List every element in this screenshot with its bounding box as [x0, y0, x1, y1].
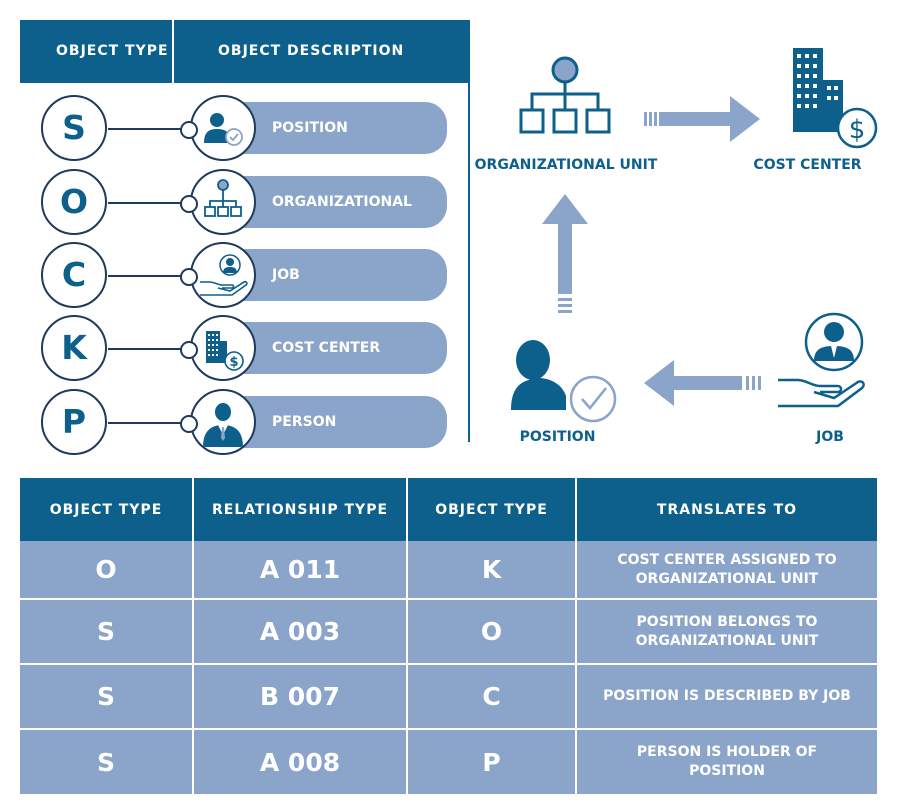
svg-text:$: $ [849, 115, 866, 145]
cost-center-diagram-icon: $ [793, 48, 878, 149]
legend-header-object-description: OBJECT DESCRIPTION [218, 43, 405, 59]
diagram-label-organizational-unit: ORGANIZATIONAL UNIT [474, 157, 658, 173]
connector-dot [180, 341, 198, 359]
table-divider [20, 598, 877, 600]
translates-line-1: POSITION BELONGS TO [636, 613, 818, 630]
pill-cost-center: COST CENTER [242, 322, 447, 374]
connector-line [108, 348, 184, 350]
connector-line [108, 422, 184, 424]
table-body: O A 011 K COST CENTER ASSIGNED TO ORGANI… [20, 541, 877, 794]
table-divider [406, 478, 408, 541]
table-row: S A 008 P PERSON IS HOLDER OF POSITION [20, 730, 877, 794]
diagram-label-cost-center: COST CENTER [753, 157, 862, 173]
translates-line-2: ORGANIZATIONAL UNIT [635, 570, 819, 587]
connector-line [108, 275, 184, 277]
relationship-diagram: $ [511, 48, 878, 423]
table-cell-relationship: B 007 [260, 682, 340, 711]
table-divider [20, 663, 877, 665]
cost-center-icon: $ [190, 315, 256, 381]
table-header-object-type-2: OBJECT TYPE [435, 501, 548, 518]
legend-header-object-type: OBJECT TYPE [56, 43, 169, 59]
table-divider [192, 541, 194, 794]
table-header-relationship-type: RELATIONSHIP TYPE [211, 501, 389, 518]
table-cell-object-type: S [96, 682, 115, 711]
job-icon [190, 242, 256, 308]
table-cell-object-type-2: C [482, 682, 501, 711]
arrow-right [644, 96, 760, 142]
table-cell-relationship: A 003 [259, 617, 341, 646]
table-header-row: OBJECT TYPE RELATIONSHIP TYPE OBJECT TYP… [20, 478, 877, 541]
translates-line-1: COST CENTER ASSIGNED TO [617, 551, 837, 568]
table-row: S B 007 C POSITION IS DESCRIBED BY JOB [20, 665, 877, 728]
table-header-translates-to: TRANSLATES TO [656, 501, 798, 518]
arrow-left [644, 360, 761, 406]
table-row: O A 011 K COST CENTER ASSIGNED TO ORGANI… [20, 541, 877, 598]
table-divider [406, 541, 408, 794]
connector-line [108, 128, 184, 130]
table-cell-object-type: O [95, 555, 117, 584]
diagram-label-job: JOB [816, 429, 844, 445]
table-cell-object-type-2: O [480, 617, 503, 646]
table-cell-object-type-2: K [481, 555, 502, 584]
table-header-object-type: OBJECT TYPE [49, 501, 163, 518]
table-row: S A 003 O POSITION BELONGS TO ORGANIZATI… [20, 600, 877, 663]
svg-text:$: $ [229, 355, 238, 370]
connector-dot [180, 195, 198, 213]
table-cell-relationship: A 011 [259, 555, 341, 584]
job-diagram-icon [778, 312, 865, 408]
table-cell-translates-to: POSITION IS DESCRIBED BY JOB [603, 688, 851, 704]
pill-job: JOB [242, 249, 447, 301]
arrow-up [542, 194, 588, 313]
position-icon [190, 95, 256, 161]
connector-dot [180, 415, 198, 433]
org-unit-diagram-icon [519, 56, 611, 134]
org-unit-icon [190, 169, 256, 235]
table-cell-translates-to: PERSON IS HOLDER OF POSITION [636, 744, 818, 779]
table-cell-object-type-2: P [482, 747, 501, 777]
connector-dot [180, 121, 198, 139]
table-cell-translates-to: POSITION BELONGS TO ORGANIZATIONAL UNIT [577, 600, 877, 663]
connector-line [108, 202, 184, 204]
pill-person: PERSON [242, 396, 447, 448]
pill-position: POSITION [242, 102, 447, 154]
legend-header-divider [172, 20, 174, 83]
letter-circle-p: P [41, 389, 107, 455]
legend-header: OBJECT TYPE OBJECT DESCRIPTION [20, 20, 470, 83]
table-cell-relationship: A 008 [259, 747, 341, 777]
person-icon [190, 389, 256, 455]
letter-circle-k: K [41, 315, 107, 381]
table-cell-object-type: S [96, 747, 115, 777]
position-diagram-icon [511, 340, 617, 423]
translates-line-2: ORGANIZATIONAL UNIT [635, 632, 819, 649]
letter-circle-o: O [41, 169, 107, 235]
table-cell-translates-to: COST CENTER ASSIGNED TO ORGANIZATIONAL U… [577, 541, 877, 598]
letter-circle-c: C [41, 242, 107, 308]
table-divider [575, 541, 577, 794]
connector-dot [180, 268, 198, 286]
pill-organizational-unit: ORGANIZATIONAL UNIT [242, 176, 447, 262]
table-cell-object-type: S [96, 617, 115, 646]
table-divider [192, 478, 194, 541]
letter-circle-s: S [41, 95, 107, 161]
relationship-table: OBJECT TYPE RELATIONSHIP TYPE OBJECT TYP… [20, 478, 877, 794]
table-divider [575, 478, 577, 541]
table-divider [20, 728, 877, 730]
diagram-label-position: POSITION [519, 429, 596, 445]
legend-right-border [468, 20, 470, 442]
